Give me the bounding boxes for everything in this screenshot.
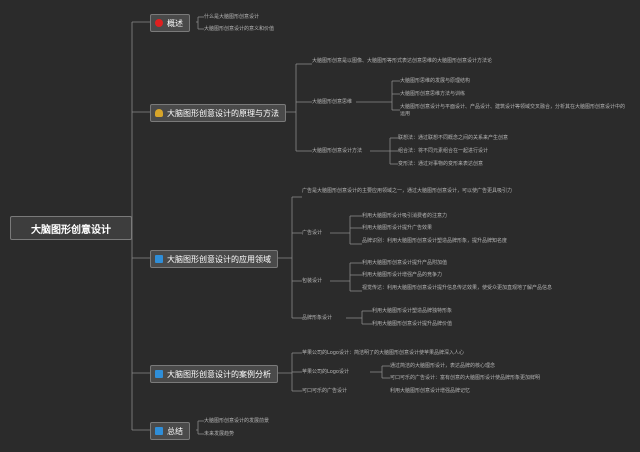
summary-item: 大脑图形创意设计的发展前景: [204, 418, 270, 424]
apple-item: 通过简洁的大脑图形设计，表达品牌的核心理念: [390, 363, 496, 369]
lightbulb-icon: [155, 109, 163, 117]
packaging-item: 视觉传达：利用大脑图形创意设计提升信息传达效果，使受众更加直观地了解产品信息: [362, 285, 553, 291]
principles-intro: 大脑图形创意是以图像、大脑图形等形式表达创意思维的大脑图形创意设计方法论: [312, 58, 493, 64]
ad-item: 利用大脑图形设计吸引消费者的注意力: [362, 213, 448, 219]
principles-item: 大脑图形思维的发展与原理结构: [400, 78, 471, 84]
methods-sub-label: 大脑图形创意设计方法: [312, 148, 363, 154]
overview-item: 大脑图形创意设计的意义和价值: [204, 26, 275, 32]
principles-sub-label: 大脑图形创意思维: [312, 99, 353, 105]
red-circle-icon: [155, 19, 163, 27]
branch-overview[interactable]: 概述: [150, 14, 190, 32]
overview-item: 什么是大脑图形创意设计: [204, 14, 260, 20]
methods-item: 联想法：通过联想不同概念之间的关系来产生创意: [398, 135, 509, 141]
cases-intro: 苹果公司的Logo设计：简洁明了的大脑图形创意设计使苹果品牌深入人心: [302, 350, 464, 356]
blue-square-icon: [155, 427, 163, 435]
brand-item: 利用大脑图形设计塑造品牌独特形象: [372, 308, 453, 314]
apple-item: 可口可乐的广告设计：富有创意的大脑图形设计使品牌形象更加鲜明: [390, 375, 541, 381]
branch-case-studies[interactable]: 大脑图形创意设计的案例分析: [150, 365, 278, 383]
blue-square-icon: [155, 255, 163, 263]
blue-square-icon: [155, 370, 163, 378]
cocacola-item: 利用大脑图形创意设计增强品牌记忆: [390, 388, 471, 394]
ad-item: 品牌识别：利用大脑图形创意设计塑造品牌形象，提升品牌知名度: [362, 238, 508, 244]
packaging-item: 利用大脑图形创意设计提升产品附加值: [362, 260, 448, 266]
packaging-item: 利用大脑图形设计增强产品的竞争力: [362, 272, 443, 278]
cocacola-label: 可口可乐的广告设计: [302, 388, 348, 394]
brand-item: 利用大脑图形创意设计提升品牌价值: [372, 321, 453, 327]
packaging-label: 包装设计: [302, 278, 323, 284]
branch-applications[interactable]: 大脑图形创意设计的应用领域: [150, 250, 278, 268]
methods-item: 组合法：将不同元素组合在一起进行设计: [398, 148, 489, 154]
apple-label: 苹果公司的Logo设计: [302, 369, 349, 375]
methods-item: 变形法：通过对事物的变形来表达创意: [398, 161, 484, 167]
root-node[interactable]: 大脑图形创意设计: [10, 216, 132, 240]
branch-summary[interactable]: 总结: [150, 422, 190, 440]
principles-item: 大脑图形创意思维方法与训练: [400, 91, 466, 97]
summary-item: 未来发展趋势: [204, 431, 235, 437]
applications-intro: 广告是大脑图形创意设计的主要应用领域之一，通过大脑图形创意设计，可以使广告更具吸…: [302, 188, 513, 194]
ad-item: 利用大脑图形设计提升广告效果: [362, 225, 433, 231]
brand-label: 品牌形象设计: [302, 315, 333, 321]
branch-principles[interactable]: 大脑图形创意设计的原理与方法: [150, 104, 286, 122]
ad-design-label: 广告设计: [302, 230, 323, 236]
principles-item: 大脑图形创意设计与平面设计、产品设计、建筑设计等领域交叉融合，分析其在大脑图形创…: [400, 104, 626, 117]
